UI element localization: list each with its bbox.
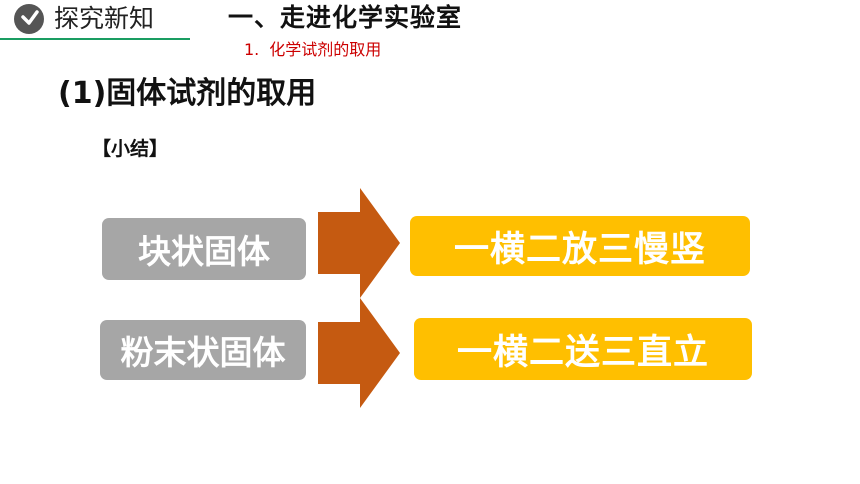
method-lump: 一横二放三慢竖 — [410, 216, 750, 276]
sub-heading: 1. 化学试剂的取用 — [244, 40, 381, 60]
section-underline — [0, 38, 190, 40]
chapter-title: 一、走进化学实验室 — [228, 3, 463, 32]
method-powder: 一横二送三直立 — [414, 318, 752, 380]
section-label: 探究新知 — [54, 4, 155, 33]
arrow-right-icon — [318, 188, 400, 298]
sub-heading-text: 化学试剂的取用 — [269, 40, 382, 59]
solid-type-powder: 粉末状固体 — [100, 320, 306, 380]
summary-tag: 【小结】 — [92, 138, 169, 160]
section-badge-icon — [14, 4, 44, 34]
arrow-right-icon — [318, 298, 400, 408]
solid-type-lump: 块状固体 — [102, 218, 306, 280]
page-title: (1)固体试剂的取用 — [58, 76, 317, 111]
sub-heading-number: 1. — [244, 40, 260, 59]
